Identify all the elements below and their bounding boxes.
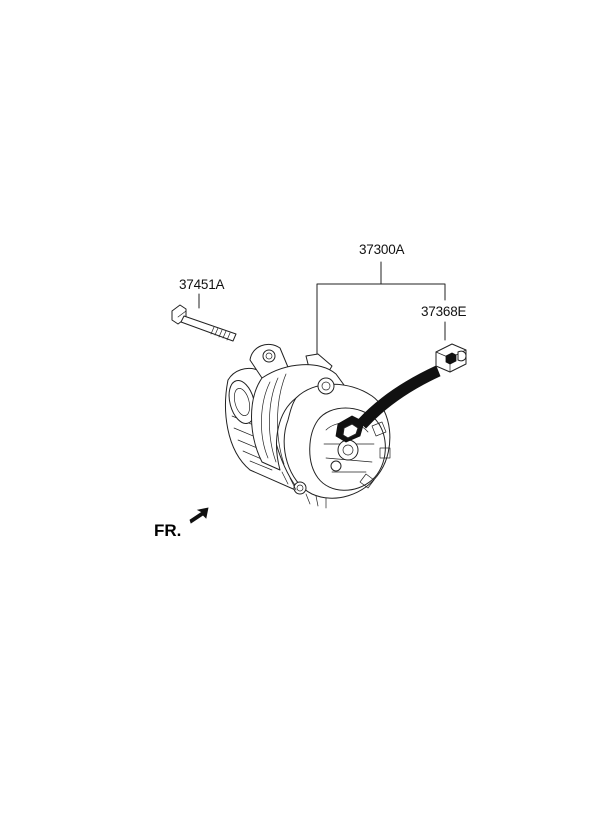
connector-part-number: 37368E	[421, 304, 467, 319]
bolt-shank	[180, 315, 237, 342]
assembly-leader-line	[316, 283, 446, 359]
bolt-part-number: 37451A	[179, 277, 225, 292]
alternator-assembly	[225, 344, 391, 509]
assembly-part-number: 37300A	[359, 242, 405, 257]
arrow-down-left-icon	[189, 507, 209, 524]
front-direction-label: FR.	[154, 521, 182, 540]
leader-lines	[198, 261, 446, 359]
connector-part	[435, 343, 467, 373]
output-terminal	[337, 439, 359, 461]
bolt-part	[171, 304, 237, 342]
connector-pointer	[357, 365, 441, 429]
